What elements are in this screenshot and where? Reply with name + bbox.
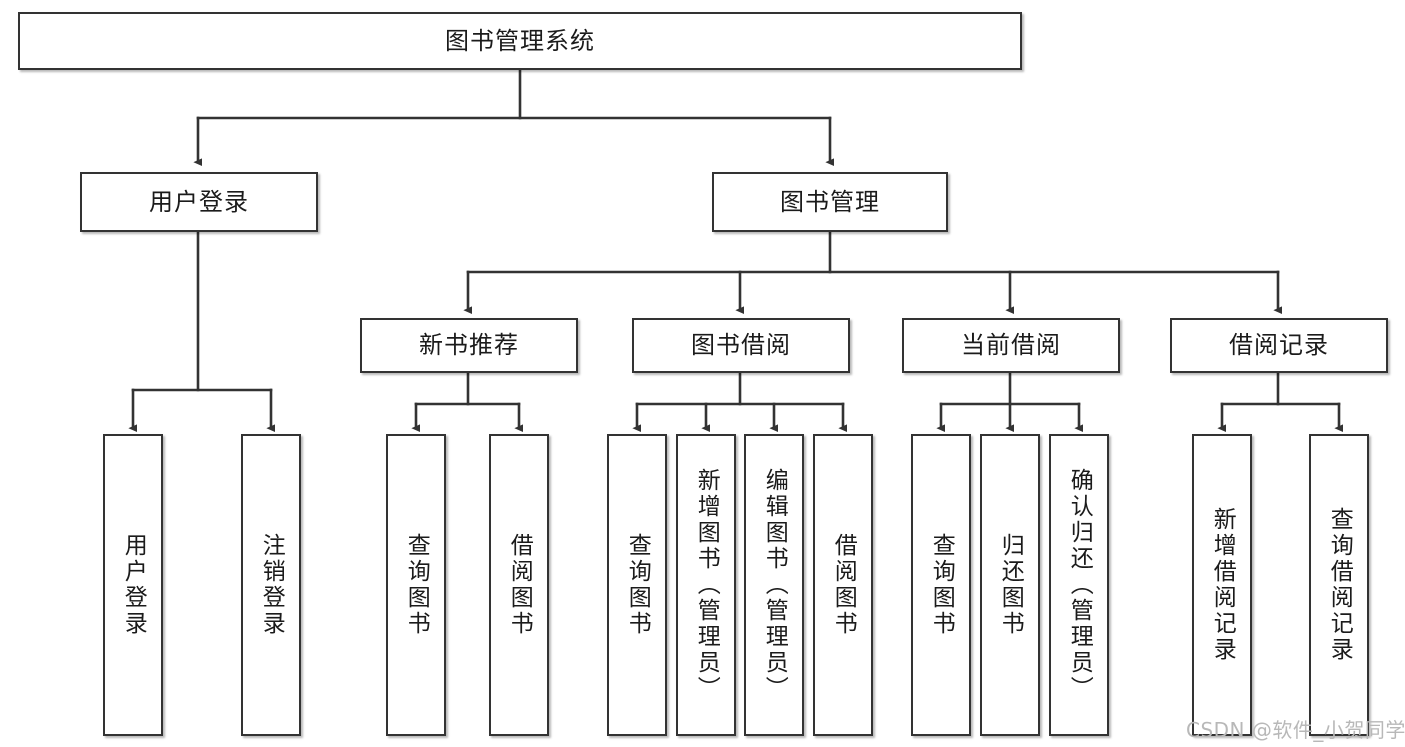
node-leaf-add-book-admin[interactable]: 新增图书（管理员） <box>676 434 736 736</box>
node-leaf-return-book[interactable]: 归还图书 <box>980 434 1040 736</box>
node-label: 查询图书 <box>928 533 955 637</box>
node-leaf-borrow-book-recommend[interactable]: 借阅图书 <box>489 434 549 736</box>
csdn-watermark: CSDN @软件_小贺同学 <box>1186 718 1405 742</box>
node-label: 借阅图书 <box>506 533 533 637</box>
node-label: 当前借阅 <box>961 331 1061 360</box>
node-new-book-recommend[interactable]: 新书推荐 <box>360 318 578 373</box>
node-label: 新增图书（管理员） <box>693 468 720 702</box>
node-label: 归还图书 <box>997 533 1024 637</box>
node-label: 新书推荐 <box>419 331 519 360</box>
node-leaf-query-book-current[interactable]: 查询图书 <box>911 434 971 736</box>
node-label: 用户登录 <box>120 533 147 637</box>
node-leaf-edit-book-admin[interactable]: 编辑图书（管理员） <box>744 434 804 736</box>
node-leaf-user-login[interactable]: 用户登录 <box>103 434 163 736</box>
node-leaf-query-book-borrow[interactable]: 查询图书 <box>607 434 667 736</box>
node-leaf-confirm-return-admin[interactable]: 确认归还（管理员） <box>1049 434 1109 736</box>
node-leaf-logout[interactable]: 注销登录 <box>241 434 301 736</box>
node-label: 确认归还（管理员） <box>1066 468 1093 702</box>
node-label: 编辑图书（管理员） <box>761 468 788 702</box>
node-root-book-management-system[interactable]: 图书管理系统 <box>18 12 1022 70</box>
node-user-login[interactable]: 用户登录 <box>80 172 318 232</box>
node-label: 注销登录 <box>258 533 285 637</box>
node-label: 图书管理 <box>780 187 880 216</box>
node-label: 查询图书 <box>403 533 430 637</box>
node-label: 查询图书 <box>624 533 651 637</box>
node-leaf-borrow-book[interactable]: 借阅图书 <box>813 434 873 736</box>
node-leaf-add-borrow-record[interactable]: 新增借阅记录 <box>1192 434 1252 736</box>
node-current-borrow[interactable]: 当前借阅 <box>902 318 1120 373</box>
node-book-borrow[interactable]: 图书借阅 <box>632 318 850 373</box>
node-label: 图书借阅 <box>691 331 791 360</box>
node-label: 查询借阅记录 <box>1326 507 1353 663</box>
node-borrow-record[interactable]: 借阅记录 <box>1170 318 1388 373</box>
node-label: 借阅记录 <box>1229 331 1329 360</box>
node-label: 新增借阅记录 <box>1209 507 1236 663</box>
node-label: 图书管理系统 <box>445 26 595 55</box>
node-book-management[interactable]: 图书管理 <box>712 172 948 232</box>
node-label: 借阅图书 <box>830 533 857 637</box>
node-leaf-query-book-recommend[interactable]: 查询图书 <box>386 434 446 736</box>
node-label: 用户登录 <box>149 187 249 216</box>
node-leaf-query-borrow-record[interactable]: 查询借阅记录 <box>1309 434 1369 736</box>
